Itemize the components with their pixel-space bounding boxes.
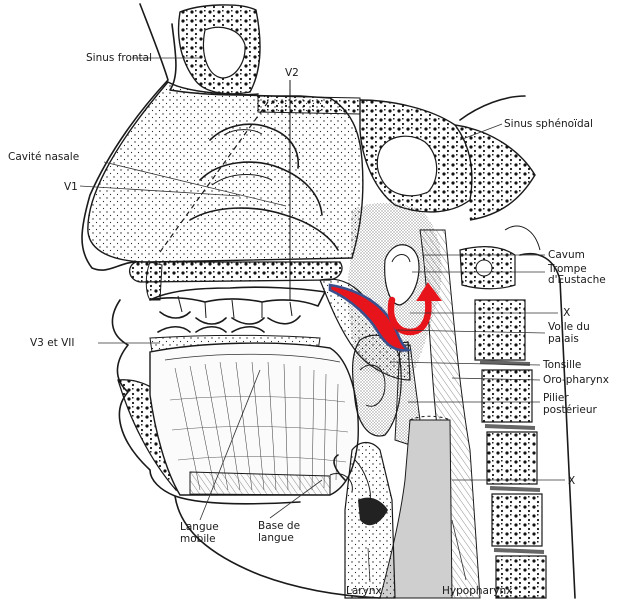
label-pilier: Pilier — [543, 392, 569, 404]
label-palais: palais — [548, 333, 579, 345]
label-sinus-sphenoidal: Sinus sphénoïdal — [504, 118, 593, 130]
label-cavite-nasale: Cavité nasale — [8, 151, 79, 163]
hard-palate — [130, 262, 342, 300]
label-hypopharynx: Hypopharynx — [442, 585, 512, 597]
label-larynx: Larynx — [346, 585, 382, 597]
label-v1: V1 — [64, 181, 78, 193]
label-ix: IX — [560, 307, 570, 319]
label-posterieur: postérieur — [543, 404, 597, 416]
label-x: X — [568, 475, 575, 487]
tongue — [150, 343, 358, 495]
label-mobile: mobile — [180, 533, 216, 545]
label-langue: Langue — [180, 521, 219, 533]
upper-teeth — [150, 287, 325, 324]
label-base: Base de — [258, 520, 300, 532]
label-cavum: Cavum — [548, 249, 585, 261]
label-v2: V2 — [285, 67, 299, 79]
label-langue-base: langue — [258, 532, 294, 544]
frontal-sinus — [170, 5, 260, 95]
label-sinus-frontal: Sinus frontal — [86, 52, 152, 64]
label-tonsille: Tonsille — [542, 359, 581, 371]
label-voile: Voile du — [548, 321, 590, 333]
label-oropharynx: Oro-pharynx — [543, 374, 609, 386]
sphenoid-sinus — [360, 96, 535, 220]
label-eustache: d'Eustache — [548, 274, 606, 286]
label-v3-vii: V3 et VII — [30, 337, 75, 349]
